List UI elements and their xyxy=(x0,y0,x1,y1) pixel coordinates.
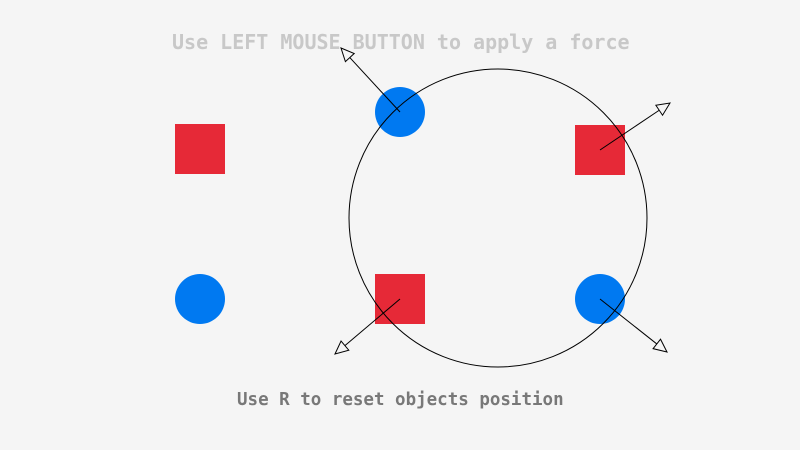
blue-circle-left[interactable] xyxy=(175,274,225,324)
red-square-right-force-arrow-shaft xyxy=(599,109,660,151)
red-square-left[interactable] xyxy=(175,124,225,174)
red-square-right-force-arrow-head xyxy=(655,102,671,117)
boundary-circle-outline xyxy=(348,68,648,368)
blue-circle-bottom-right-force-arrow-head xyxy=(652,338,668,353)
blue-circle-top-force-arrow-shaft xyxy=(349,57,401,113)
instruction-apply-force-text: Use LEFT MOUSE BUTTON to apply a force xyxy=(172,30,630,54)
red-square-bottom-force-arrow-head xyxy=(334,340,350,355)
blue-circle-bottom-right-force-arrow-shaft xyxy=(599,298,658,345)
red-square-bottom-force-arrow-shaft xyxy=(344,298,401,346)
blue-circle-top-force-arrow-head xyxy=(340,47,356,63)
instruction-reset-text: Use R to reset objects position xyxy=(237,390,564,410)
